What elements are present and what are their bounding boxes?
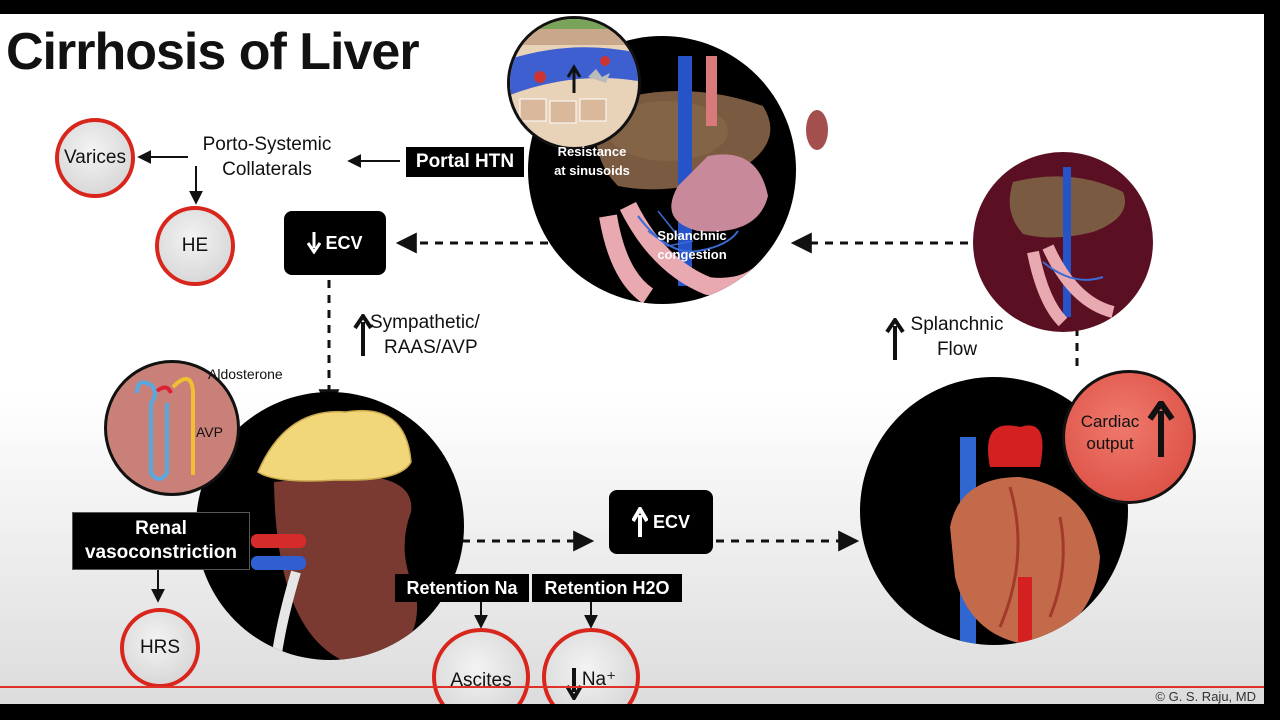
retention-na-box: Retention Na <box>395 574 529 602</box>
he-label: HE <box>181 235 209 256</box>
retention-h2o-box: Retention H2O <box>532 574 682 602</box>
heart-illustration <box>950 425 1100 645</box>
renal-line-1: Renal <box>135 518 187 539</box>
copyright-text: © G. S. Raju, MD <box>1155 689 1256 704</box>
ecv-increase-box: ECV <box>609 490 713 554</box>
sinusoid-illustration <box>510 19 638 124</box>
resistance-line-1: Resistance <box>557 144 627 159</box>
cardiac-output-label: Cardiac output <box>1069 411 1151 455</box>
varices-label: Varices <box>64 147 126 168</box>
arrow-up-icon <box>631 507 648 537</box>
liver-illustration <box>595 56 776 304</box>
avp-label: AVP <box>196 424 223 440</box>
arrow-down-icon <box>307 232 322 254</box>
hyponatremia-circle: Na⁺ <box>542 628 640 704</box>
hrs-label: HRS <box>139 637 181 658</box>
varices-circle: Varices <box>55 118 135 198</box>
arrow-down-icon <box>565 668 582 700</box>
renal-line-2: vasoconstriction <box>84 542 238 563</box>
ascites-circle: Ascites <box>432 628 530 704</box>
he-circle: HE <box>155 206 235 286</box>
aldosterone-label: Aldosterone <box>208 366 283 382</box>
sympathetic-line-1: Sympathetic/ <box>370 312 480 333</box>
cardiac-line-2: output <box>1086 434 1134 453</box>
porto-line-2: Collaterals <box>222 159 312 180</box>
splanchnic-flow-line-2: Flow <box>936 339 978 360</box>
kidney-illustration <box>251 409 418 660</box>
splanchnic-flow-line-1: Splanchnic <box>910 314 1004 335</box>
heart-circle <box>860 377 1128 645</box>
cardiac-line-1: Cardiac <box>1080 412 1140 431</box>
nephron-inset <box>104 360 240 496</box>
resistance-line-2: at sinusoids <box>554 163 630 178</box>
arrow-up-icon <box>353 314 373 356</box>
resistance-label: Resistance at sinusoids <box>540 142 644 180</box>
retention-h2o-label: Retention H2O <box>544 577 670 598</box>
splanchnic-flow-label: Splanchnic Flow <box>902 312 1012 362</box>
sympathetic-line-2: RAAS/AVP <box>384 337 478 358</box>
portal-htn-label: Portal HTN <box>415 151 515 172</box>
sodium-label: Na⁺ <box>581 669 617 690</box>
arrow-up-icon <box>885 318 905 360</box>
splanchnic-congestion-line-2: congestion <box>657 247 727 262</box>
splanchnic-congestion-label: Splanchnic congestion <box>640 226 744 264</box>
diagram-canvas: Cirrhosis of Liver Varices <box>0 14 1264 704</box>
portal-htn-box: Portal HTN <box>406 147 524 177</box>
porto-systemic-label: Porto-Systemic Collaterals <box>186 132 348 182</box>
arrow-up-icon <box>1147 401 1175 457</box>
porto-line-1: Porto-Systemic <box>202 134 332 155</box>
cardiac-output-circle: Cardiac output <box>1062 370 1196 504</box>
ecv-up-label: ECV <box>652 511 690 532</box>
sinusoid-inset <box>507 16 641 150</box>
retention-na-label: Retention Na <box>406 577 518 598</box>
splanchnic-liver-circle <box>973 152 1153 332</box>
renal-vasoconstriction-box: Renal vasoconstriction <box>72 512 250 570</box>
nephron-illustration <box>135 377 195 481</box>
spleen-shape <box>806 110 828 150</box>
sympathetic-label: Sympathetic/ RAAS/AVP <box>370 310 510 360</box>
ascites-label: Ascites <box>450 670 512 691</box>
bottom-rule <box>0 686 1264 688</box>
connector-layer <box>137 150 1088 629</box>
ecv-down-label: ECV <box>325 232 363 253</box>
splanchnic-liver-illustration <box>1009 167 1125 327</box>
page-title: Cirrhosis of Liver <box>6 23 420 81</box>
splanchnic-congestion-line-1: Splanchnic <box>657 228 727 243</box>
ecv-decrease-box: ECV <box>284 211 386 275</box>
hrs-circle: HRS <box>120 608 200 688</box>
